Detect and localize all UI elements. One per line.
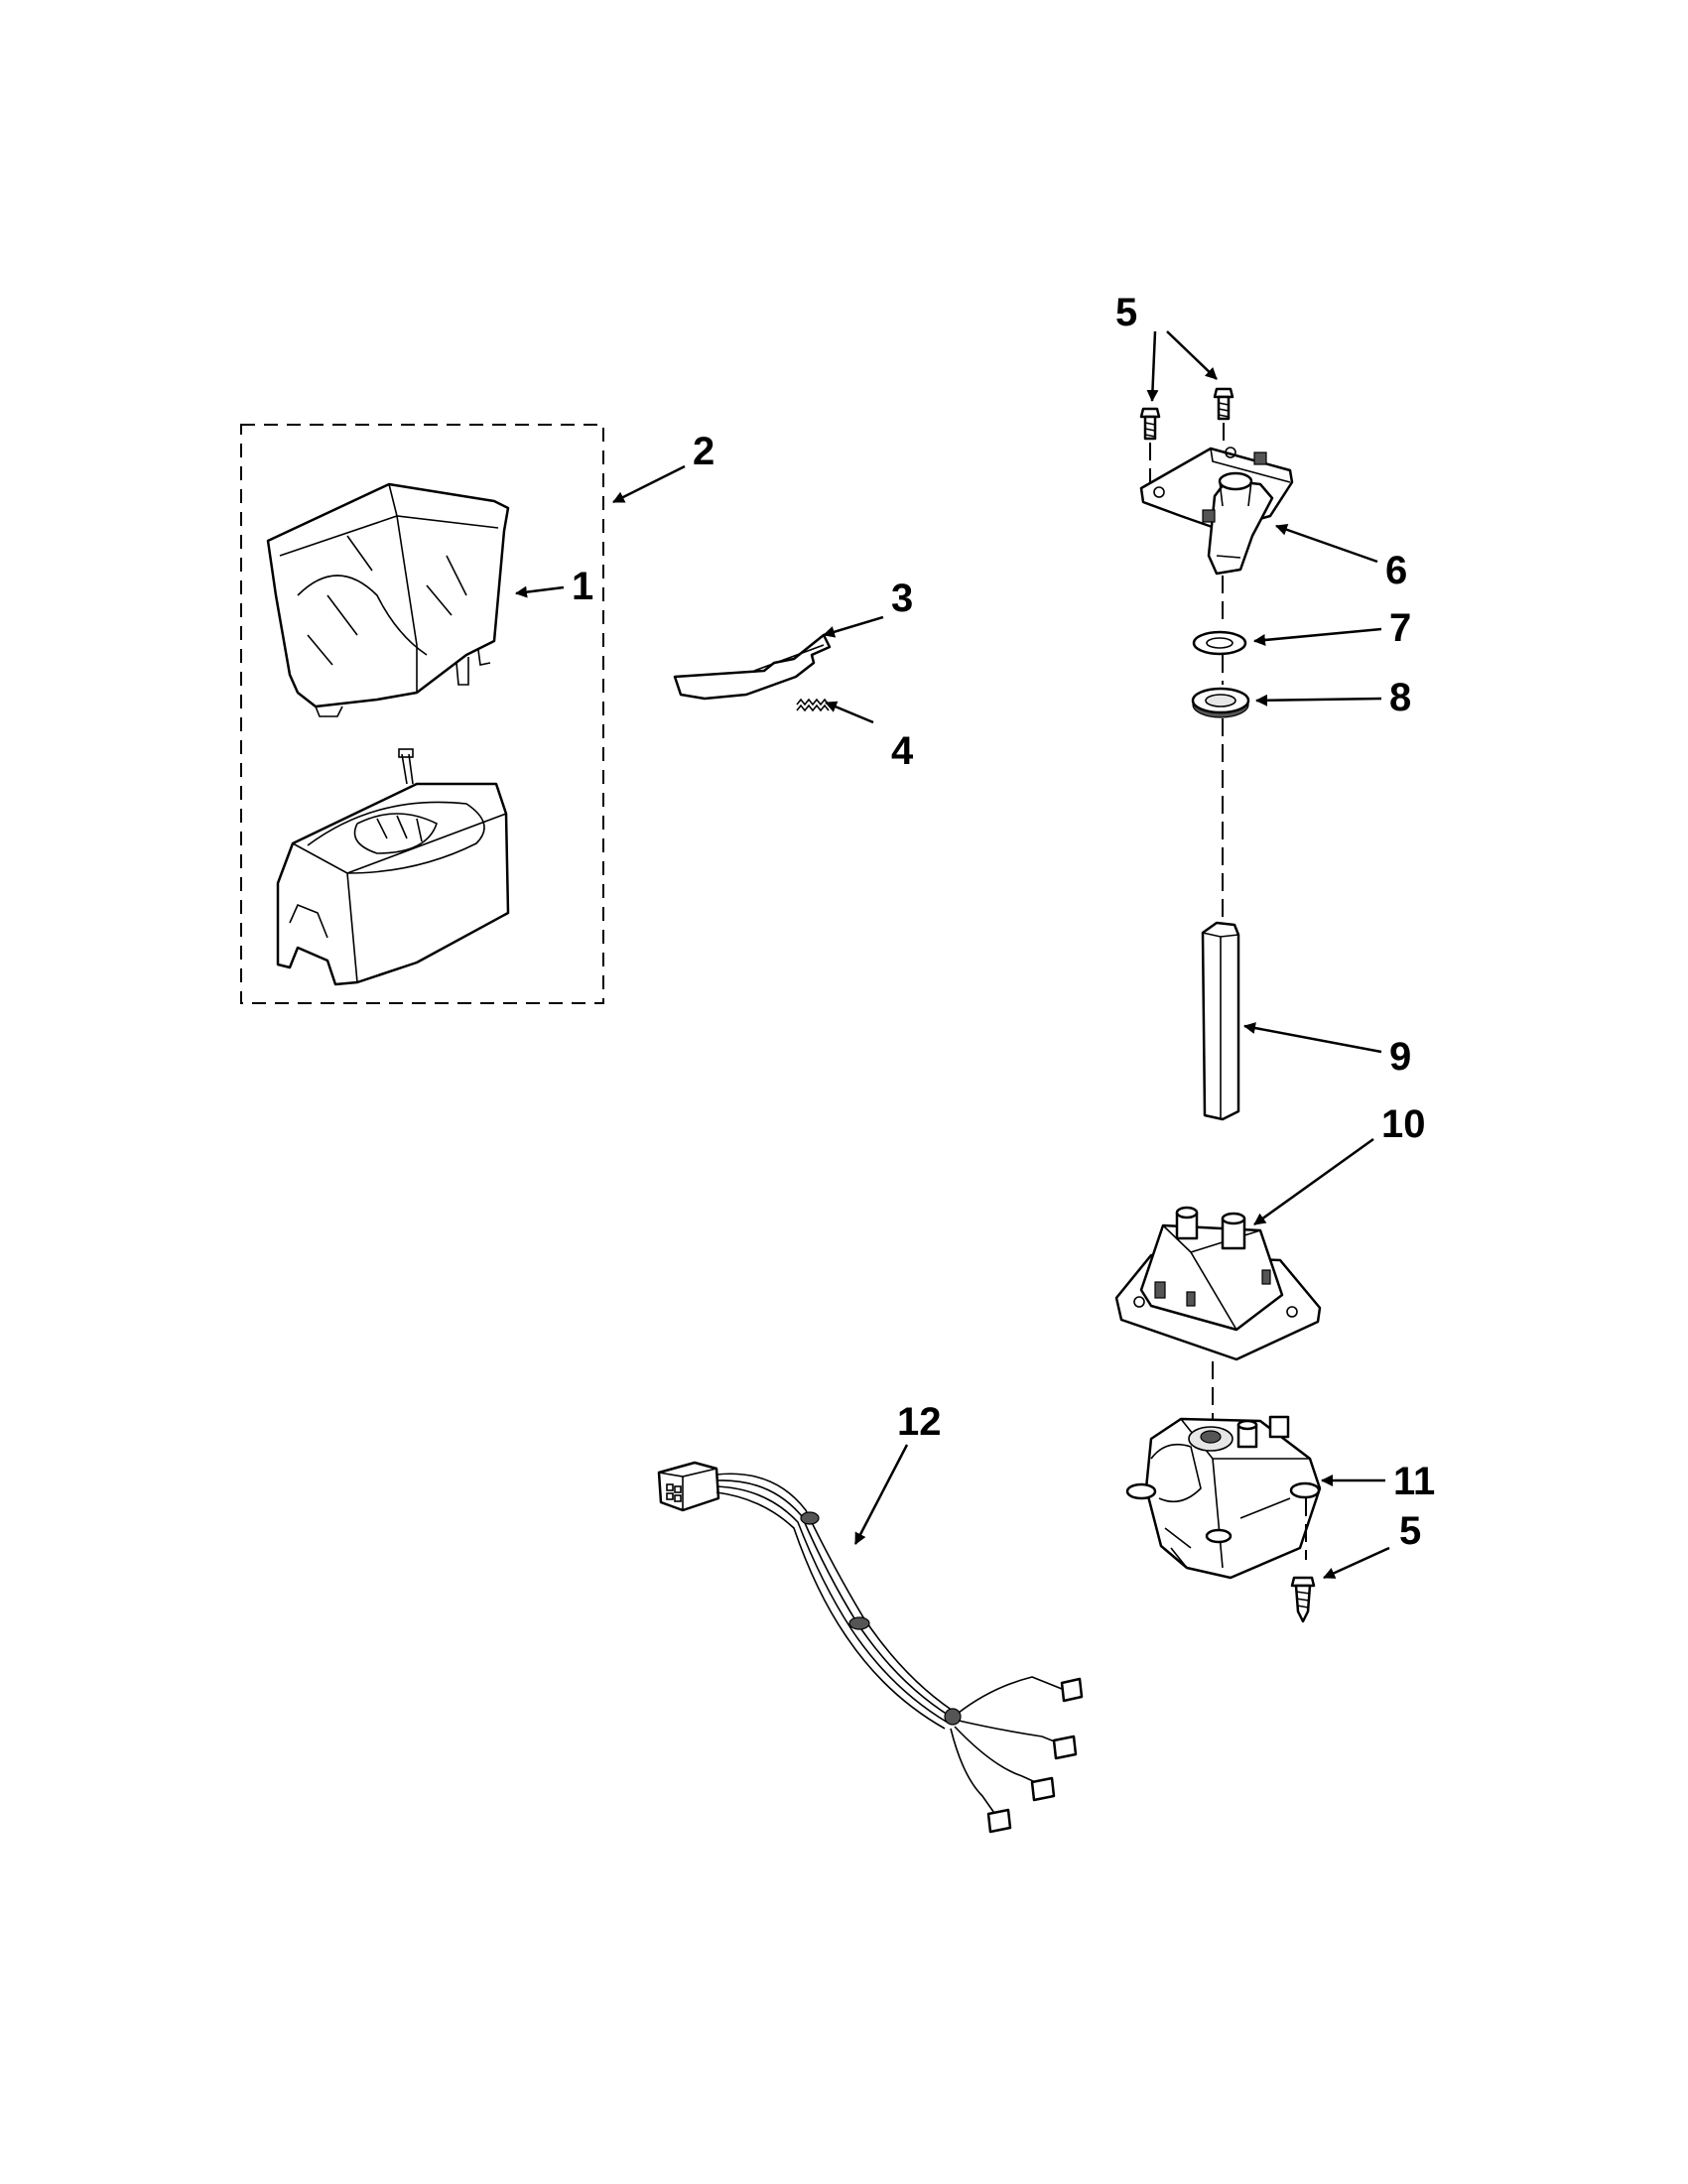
leader-5-top-b xyxy=(1166,330,1218,380)
screw-top-left[interactable] xyxy=(1139,407,1161,441)
callout-5-top: 5 xyxy=(1115,291,1137,334)
ice-bucket-part[interactable] xyxy=(266,482,510,717)
callout-1: 1 xyxy=(572,565,593,608)
assembly-dashed-box xyxy=(240,424,604,1004)
callout-7: 7 xyxy=(1389,606,1411,650)
callout-12: 12 xyxy=(897,1400,942,1444)
wire-harness-part[interactable] xyxy=(657,1461,1084,1834)
callout-3: 3 xyxy=(891,577,913,620)
leader-4 xyxy=(825,701,874,724)
spring-part[interactable] xyxy=(796,698,830,712)
callout-8: 8 xyxy=(1389,676,1411,719)
leader-8 xyxy=(1255,694,1382,707)
leader-1 xyxy=(515,585,565,598)
callout-6: 6 xyxy=(1385,549,1407,592)
leader-2 xyxy=(612,464,686,504)
bearing-part[interactable] xyxy=(1191,687,1250,718)
callout-10: 10 xyxy=(1381,1102,1426,1146)
bucket-base-part xyxy=(276,748,510,986)
callout-5-bottom: 5 xyxy=(1399,1509,1421,1553)
leader-6 xyxy=(1275,524,1378,564)
leader-5-top-a xyxy=(1146,330,1159,402)
auger-motor-part[interactable] xyxy=(1125,1415,1322,1580)
lever-part[interactable] xyxy=(673,633,832,701)
screw-top-right[interactable] xyxy=(1213,387,1234,421)
callout-11: 11 xyxy=(1393,1460,1435,1503)
leader-10 xyxy=(1253,1137,1374,1226)
callout-4: 4 xyxy=(891,729,914,773)
leader-5-bottom xyxy=(1323,1546,1390,1580)
leader-3 xyxy=(823,615,884,638)
leader-12 xyxy=(853,1444,909,1545)
screw-bottom[interactable] xyxy=(1290,1576,1316,1623)
leader-9 xyxy=(1243,1022,1382,1054)
motor-mount-part[interactable] xyxy=(1114,1206,1322,1361)
callout-2: 2 xyxy=(693,430,714,473)
washer-part[interactable] xyxy=(1192,630,1247,656)
callout-9: 9 xyxy=(1389,1035,1411,1079)
leader-7 xyxy=(1253,627,1382,646)
auger-shaft-part[interactable] xyxy=(1201,921,1240,1121)
bearing-housing-part[interactable] xyxy=(1139,447,1294,576)
